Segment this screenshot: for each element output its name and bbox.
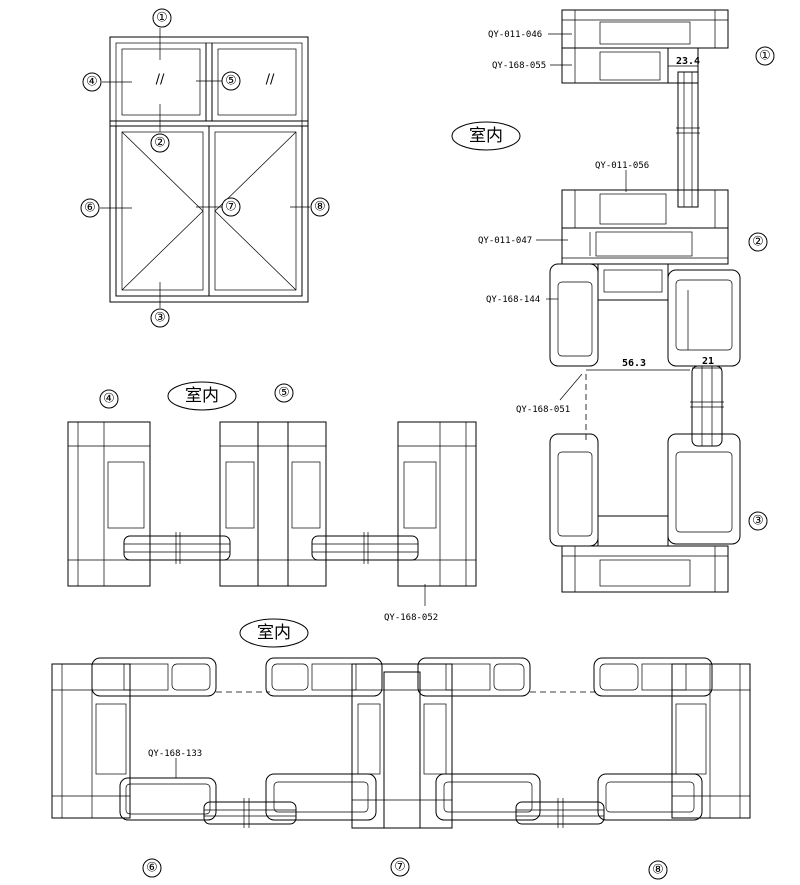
horizontal-section-4-5: ④ 室内 ⑤ [67,381,477,623]
section-marker-2: ② [748,232,768,252]
svg-text:室内: 室内 [469,126,503,146]
dim-56-3: 56.3 [622,358,646,369]
svg-text:QY-011-056: QY-011-056 [595,161,649,171]
vertical-section: ① ② ③ 室内 QY-011-046 QY-168-055 QY-011-05… [451,9,775,593]
svg-text:④: ④ [86,75,98,90]
glass-mark-left: // [156,73,165,88]
svg-text:①: ① [156,11,168,26]
svg-text:⑤: ⑤ [278,386,290,401]
svg-text:④: ④ [103,392,115,407]
elev-marker-1: ① [152,8,172,60]
svg-text:56.3: 56.3 [622,358,646,369]
svg-text:⑦: ⑦ [394,860,406,875]
window-elevation: // // ① ② ③ ④ ⑤ [80,8,330,328]
svg-text:②: ② [154,136,166,151]
code-qy-168-133: QY-168-133 [148,749,202,778]
svg-text:①: ① [759,49,771,64]
svg-text:QY-168-133: QY-168-133 [148,749,202,759]
svg-text:21: 21 [702,356,714,367]
code-qy-168-051: QY-168-051 [516,373,583,415]
dim-21: 21 [692,356,722,369]
elev-marker-7: ⑦ [196,197,241,217]
section-marker-8: ⑧ [648,860,668,880]
svg-text:QY-168-052: QY-168-052 [384,613,438,623]
glass-mark-right: // [266,73,275,88]
svg-text:QY-168-144: QY-168-144 [486,295,540,305]
code-qy-168-055: QY-168-055 [492,61,572,71]
svg-text:⑥: ⑥ [146,861,158,876]
elev-marker-8: ⑧ [290,197,330,217]
svg-text:QY-011-047: QY-011-047 [478,236,532,246]
code-qy-168-052: QY-168-052 [384,584,438,623]
dim-23-4: 23.4 [668,56,700,67]
section-marker-6: ⑥ [142,858,162,878]
horizontal-section-6-7-8: 室内 [51,618,751,880]
svg-text:⑤: ⑤ [225,74,237,89]
code-qy-011-046: QY-011-046 [488,30,572,40]
indoor-label-bottom: 室内 [239,618,309,648]
section-marker-7: ⑦ [390,857,410,877]
svg-text:QY-011-046: QY-011-046 [488,30,542,40]
indoor-label-right: 室内 [451,121,521,151]
section-marker-4: ④ [99,389,119,409]
svg-text:QY-168-055: QY-168-055 [492,61,546,71]
svg-text:③: ③ [154,311,166,326]
code-qy-011-047: QY-011-047 [478,236,568,246]
svg-text:23.4: 23.4 [676,56,700,67]
code-qy-011-056: QY-011-056 [595,161,649,192]
svg-text:室内: 室内 [185,386,219,406]
svg-text:⑦: ⑦ [225,200,237,215]
elev-marker-5: ⑤ [196,71,241,91]
svg-text:室内: 室内 [257,623,291,643]
svg-text:③: ③ [752,514,764,529]
svg-text:②: ② [752,235,764,250]
svg-text:⑧: ⑧ [652,863,664,878]
indoor-label-middle: 室内 [167,381,237,411]
code-qy-168-144: QY-168-144 [486,295,558,305]
section-marker-5: ⑤ [274,383,294,403]
elev-marker-2: ② [150,104,170,153]
section-marker-1: ① [755,46,775,66]
svg-text:QY-168-051: QY-168-051 [516,405,570,415]
svg-text:⑥: ⑥ [84,201,96,216]
elev-marker-4: ④ [82,72,132,92]
elev-marker-3: ③ [150,282,170,328]
section-marker-3: ③ [748,511,768,531]
elev-marker-6: ⑥ [80,198,132,218]
svg-text:⑧: ⑧ [314,200,326,215]
